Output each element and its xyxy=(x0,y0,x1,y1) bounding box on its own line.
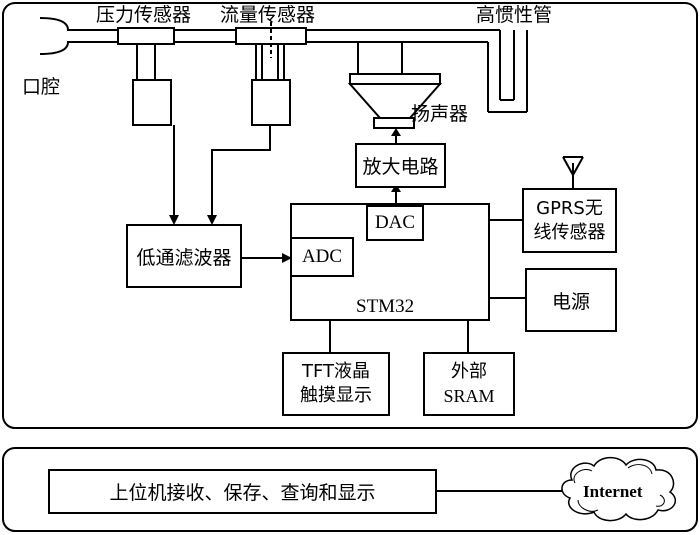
sram-box: 外部 SRAM xyxy=(423,352,515,416)
flow-sensor-module xyxy=(251,79,291,126)
cloud-detail xyxy=(573,464,665,512)
mouth-label: 口腔 xyxy=(22,76,61,98)
arrowheads xyxy=(169,128,401,263)
signal-lines xyxy=(173,125,584,492)
dac-box: DAC xyxy=(366,205,424,241)
lowpass-filter-label: 低通滤波器 xyxy=(136,246,232,269)
flow-sensor-label: 流量传感器 xyxy=(220,4,316,26)
pressure-sensor-label: 压力传感器 xyxy=(96,4,192,26)
host-panel xyxy=(2,447,698,532)
adc-label: ADC xyxy=(301,246,343,267)
adc-box: ADC xyxy=(290,237,354,277)
sram-label-line1: 外部 xyxy=(451,361,487,382)
sram-label-line2: SRAM xyxy=(443,386,495,406)
flow-sensor-taps xyxy=(255,44,285,80)
power-box: 电源 xyxy=(525,268,617,332)
dac-label: DAC xyxy=(374,212,416,233)
pressure-sensor-module xyxy=(132,79,172,126)
host-computer-box: 上位机接收、保存、查询和显示 xyxy=(48,469,437,514)
pressure-sensor-taps xyxy=(136,44,156,80)
pressure-sensor-body xyxy=(117,27,175,45)
internet-label: Internet xyxy=(583,482,643,501)
gprs-label-line1: GPRS无 xyxy=(536,197,603,219)
airway-tube xyxy=(39,17,528,113)
host-computer-label: 上位机接收、保存、查询和显示 xyxy=(109,482,376,504)
amplifier-label: 放大电路 xyxy=(362,156,439,178)
stm32-label: STM32 xyxy=(356,296,415,317)
tft-label-line2: 触摸显示 xyxy=(300,385,372,406)
internet-cloud xyxy=(561,456,676,522)
amplifier-box: 放大电路 xyxy=(355,143,446,188)
lowpass-filter-box: 低通滤波器 xyxy=(126,224,242,288)
tft-box: TFT液晶 触摸显示 xyxy=(282,352,390,416)
speaker-shape xyxy=(347,73,443,129)
speaker-label: 扬声器 xyxy=(411,103,469,125)
high-inertia-tube-label: 高惯性管 xyxy=(476,4,553,26)
gprs-box: GPRS无 线传感器 xyxy=(522,188,617,253)
device-panel xyxy=(2,2,698,429)
tft-label-line1: TFT液晶 xyxy=(301,361,371,382)
gprs-label-line2: 线传感器 xyxy=(533,221,606,243)
power-label: 电源 xyxy=(551,290,590,313)
